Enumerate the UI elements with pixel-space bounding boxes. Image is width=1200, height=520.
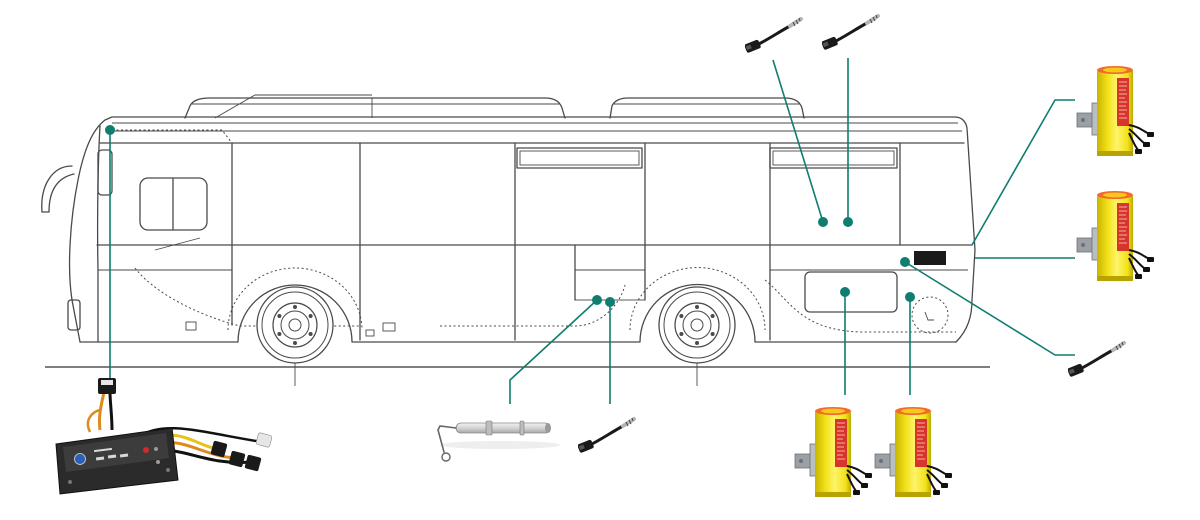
sensor-cable-icon: [1067, 342, 1124, 377]
callout-dot: [840, 287, 850, 297]
callout-lines: [109, 58, 1075, 404]
callout-dot: [818, 217, 828, 227]
door-window: [139, 177, 208, 231]
callout-dots: [105, 125, 915, 307]
callout-dot: [605, 297, 615, 307]
headlight-icon: [67, 299, 81, 331]
linear-heat-detector-icon: [437, 420, 560, 462]
sensor-cable-icon: [744, 18, 801, 53]
callout-dot: [105, 125, 115, 135]
callout-dot: [905, 292, 915, 302]
mirror-icon: [97, 149, 113, 196]
side-mirror-icon: [41, 165, 75, 213]
side-window: [516, 147, 643, 169]
rear-light-icon: [914, 251, 946, 265]
bus-outline-icon: [41, 94, 990, 386]
callout-dot: [592, 295, 602, 305]
sensor-cable-icon: [821, 15, 878, 50]
extinguisher-cylinder-icon: [875, 407, 952, 497]
roof-ac-unit-front: [184, 97, 566, 119]
sensor-cable-icon: [577, 418, 634, 453]
side-window: [769, 147, 898, 169]
extinguisher-cylinder-icon: [1077, 191, 1154, 281]
extinguisher-cylinder-icon: [795, 407, 872, 497]
rear-wheel-icon: [659, 287, 735, 363]
roof-ac-unit-rear: [609, 97, 805, 119]
callout-dot: [843, 217, 853, 227]
extinguisher-cylinder-icon: [1077, 66, 1154, 156]
control-panel-icon: [55, 378, 273, 495]
front-wheel-icon: [257, 287, 333, 363]
callout-dot: [900, 257, 910, 267]
